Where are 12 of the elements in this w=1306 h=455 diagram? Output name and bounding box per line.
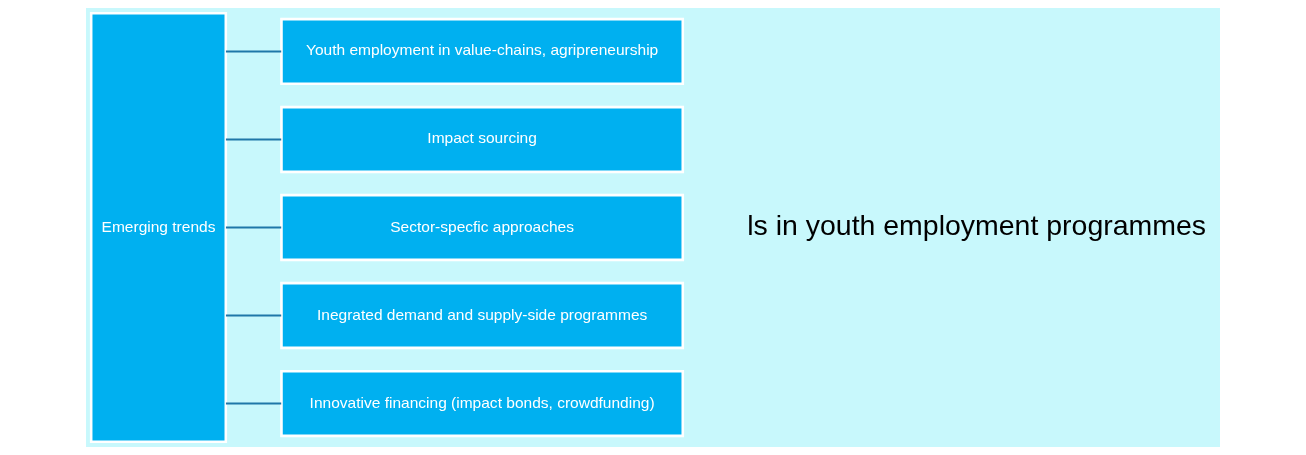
connector	[224, 138, 283, 141]
node-box: Inegrated demand and supply-side programmes	[280, 281, 685, 350]
node-box: Innovative financing (impact bonds, crowdfunding)	[280, 369, 685, 438]
node-box: Emerging trends	[89, 11, 228, 444]
label: ls in youth employment programmes	[747, 208, 1207, 241]
connector	[224, 402, 283, 405]
connector	[224, 226, 283, 229]
node-box: Impact sourcing	[280, 105, 685, 174]
connector	[224, 314, 283, 317]
node-box: Sector-specfic approaches	[280, 193, 685, 262]
node-box: Youth employment in value-chains, agripreneurship	[280, 17, 685, 86]
connector	[224, 50, 283, 53]
